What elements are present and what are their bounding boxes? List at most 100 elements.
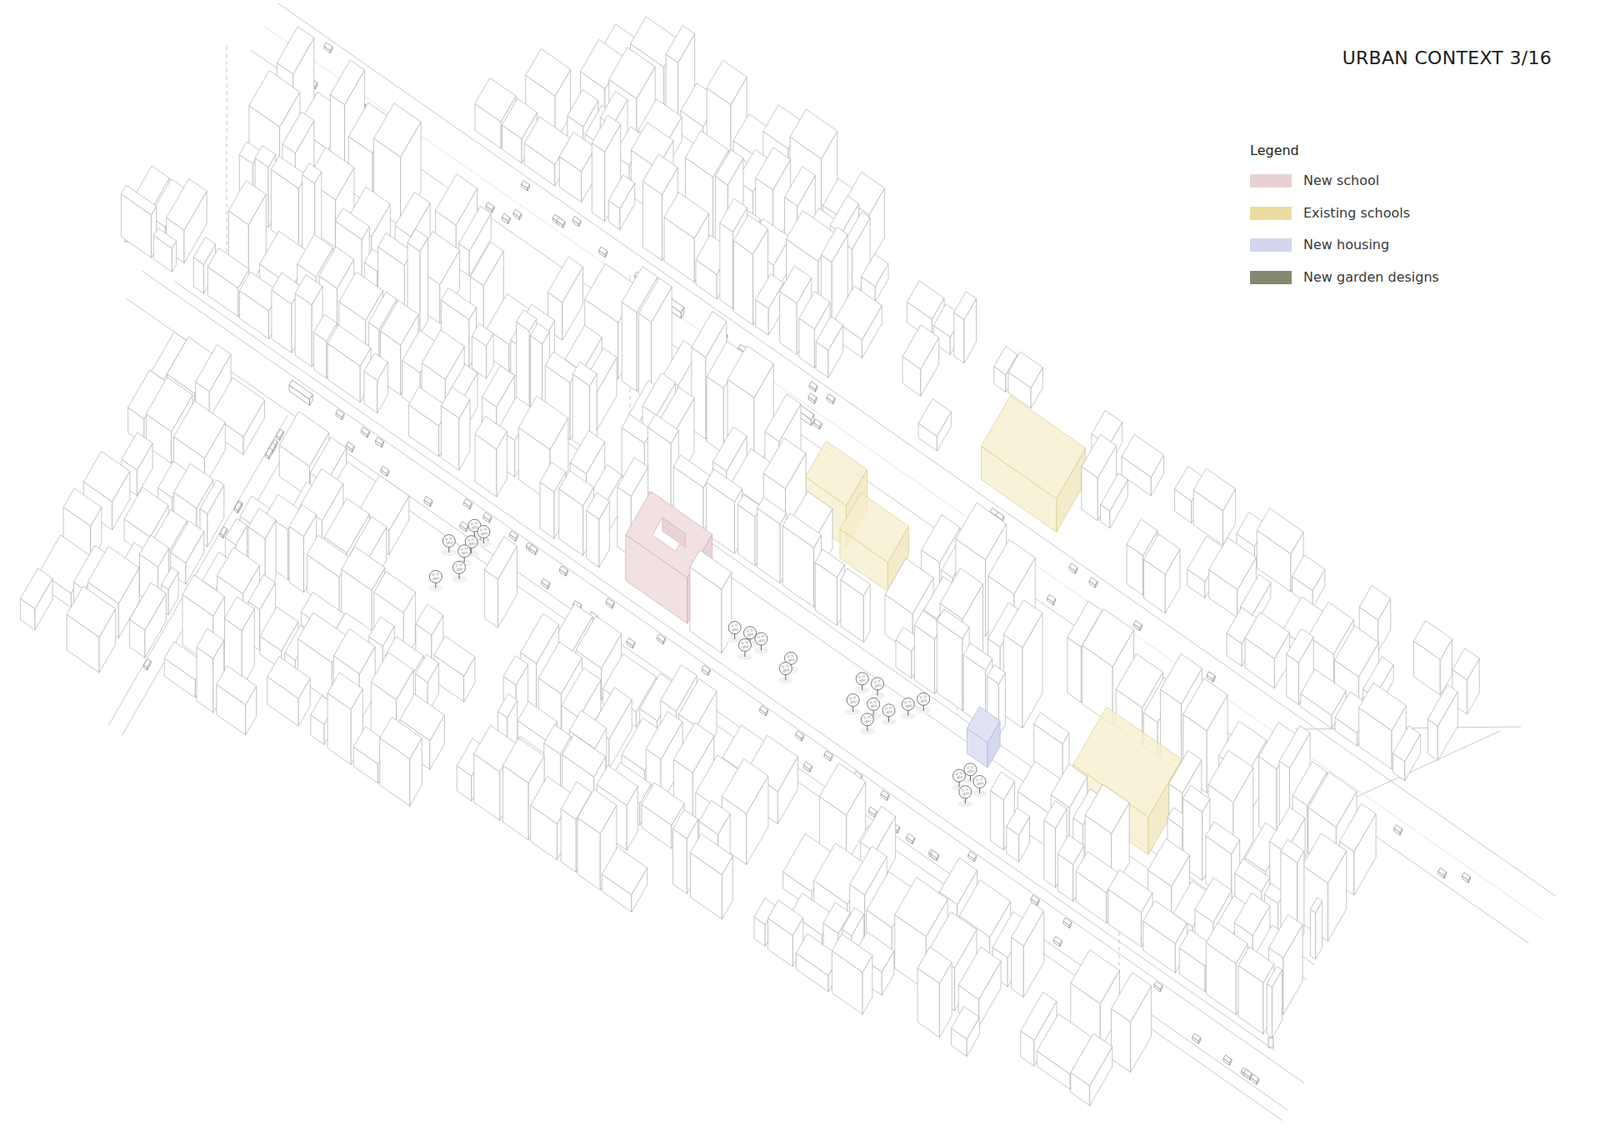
- building-face: [174, 400, 226, 459]
- tree-leaf: [965, 788, 968, 790]
- building: [902, 325, 940, 397]
- building-face: [121, 432, 153, 470]
- vehicle: [880, 790, 890, 801]
- building-face: [1057, 835, 1085, 865]
- building-face: [255, 145, 276, 168]
- building-face: [705, 469, 742, 503]
- building-face: [1308, 771, 1357, 827]
- building: [1100, 473, 1129, 529]
- vehicle: [502, 213, 511, 224]
- building-face: [820, 226, 848, 262]
- building-face: [335, 409, 345, 418]
- building: [130, 582, 167, 658]
- tree-leaf: [966, 766, 969, 769]
- building-face: [639, 278, 673, 323]
- building-face: [559, 470, 595, 506]
- vehicle: [1394, 825, 1403, 836]
- tree-leaf: [730, 625, 733, 627]
- tree-leaf: [870, 705, 873, 708]
- tree-leaf: [783, 670, 785, 672]
- building-face: [673, 809, 699, 839]
- building-face: [415, 604, 444, 635]
- tree-leaf: [905, 701, 907, 704]
- tree-leaf: [735, 628, 738, 630]
- building-face: [706, 60, 747, 105]
- building-face: [760, 705, 769, 714]
- tree-leaf: [470, 522, 473, 525]
- vehicle: [541, 578, 550, 589]
- building-face: [1359, 682, 1407, 731]
- building-face: [642, 154, 678, 195]
- building-face: [518, 395, 569, 450]
- tree-leaf: [465, 547, 467, 550]
- building-face: [1030, 895, 1040, 904]
- tree-leaf: [472, 538, 475, 540]
- building-face: [1089, 577, 1098, 586]
- building-face: [195, 345, 231, 392]
- tree-leaf: [747, 634, 750, 636]
- tree-leaf: [885, 707, 887, 710]
- building: [918, 399, 951, 452]
- building-face: [586, 492, 610, 520]
- tree-canopy: [882, 704, 895, 717]
- tree-leaf: [956, 776, 959, 779]
- building-face: [170, 520, 205, 564]
- building-face: [521, 180, 530, 189]
- vehicle: [521, 180, 530, 191]
- building-face: [1413, 620, 1452, 660]
- building-face: [902, 325, 940, 370]
- existing-school: [981, 395, 1086, 533]
- building-face: [1193, 468, 1235, 511]
- building-face: [733, 215, 768, 255]
- building-face: [225, 518, 248, 545]
- vehicle: [813, 419, 822, 430]
- building-face: [990, 790, 1005, 850]
- tree-leaf: [868, 715, 870, 718]
- building-face: [840, 492, 909, 562]
- building-face: [485, 202, 495, 211]
- vehicle: [626, 637, 635, 648]
- tree-leaf: [433, 578, 435, 580]
- tree-leaf: [869, 720, 871, 722]
- building-face: [1235, 858, 1270, 892]
- building-face: [424, 496, 433, 505]
- building-face: [498, 693, 518, 718]
- building-face: [276, 429, 285, 439]
- building-face: [782, 513, 821, 548]
- building-face: [415, 654, 440, 682]
- building-face: [1063, 917, 1072, 926]
- building: [475, 415, 507, 497]
- tree-leaf: [750, 629, 753, 631]
- building-face: [63, 488, 102, 526]
- building: [485, 536, 518, 628]
- building-face: [599, 246, 608, 255]
- building-face: [207, 248, 250, 289]
- building-face: [617, 457, 649, 497]
- tree: [870, 677, 885, 700]
- building-face: [1121, 434, 1165, 477]
- building-face: [621, 301, 637, 391]
- building-face: [1302, 833, 1347, 884]
- building-face: [1067, 637, 1082, 703]
- building-face: [1438, 867, 1447, 876]
- tree-leaf: [967, 770, 970, 773]
- tree-leaf: [455, 565, 458, 567]
- street-line: [265, 26, 1543, 920]
- building-face: [375, 436, 385, 445]
- tree-canopy: [871, 677, 885, 690]
- tree-leaf: [469, 543, 471, 545]
- building-face: [421, 330, 465, 380]
- building-face: [954, 312, 965, 364]
- building-face: [906, 280, 945, 320]
- building-face: [547, 256, 583, 303]
- building-face: [289, 526, 304, 593]
- tree-canopy: [917, 692, 930, 705]
- building-face: [324, 42, 333, 51]
- building: [755, 274, 784, 336]
- tree-leaf: [762, 639, 765, 641]
- building: [364, 352, 389, 413]
- tree-leaf: [792, 659, 795, 661]
- tree: [428, 570, 444, 592]
- tree-leaf: [787, 669, 790, 671]
- tree-canopy: [728, 621, 741, 635]
